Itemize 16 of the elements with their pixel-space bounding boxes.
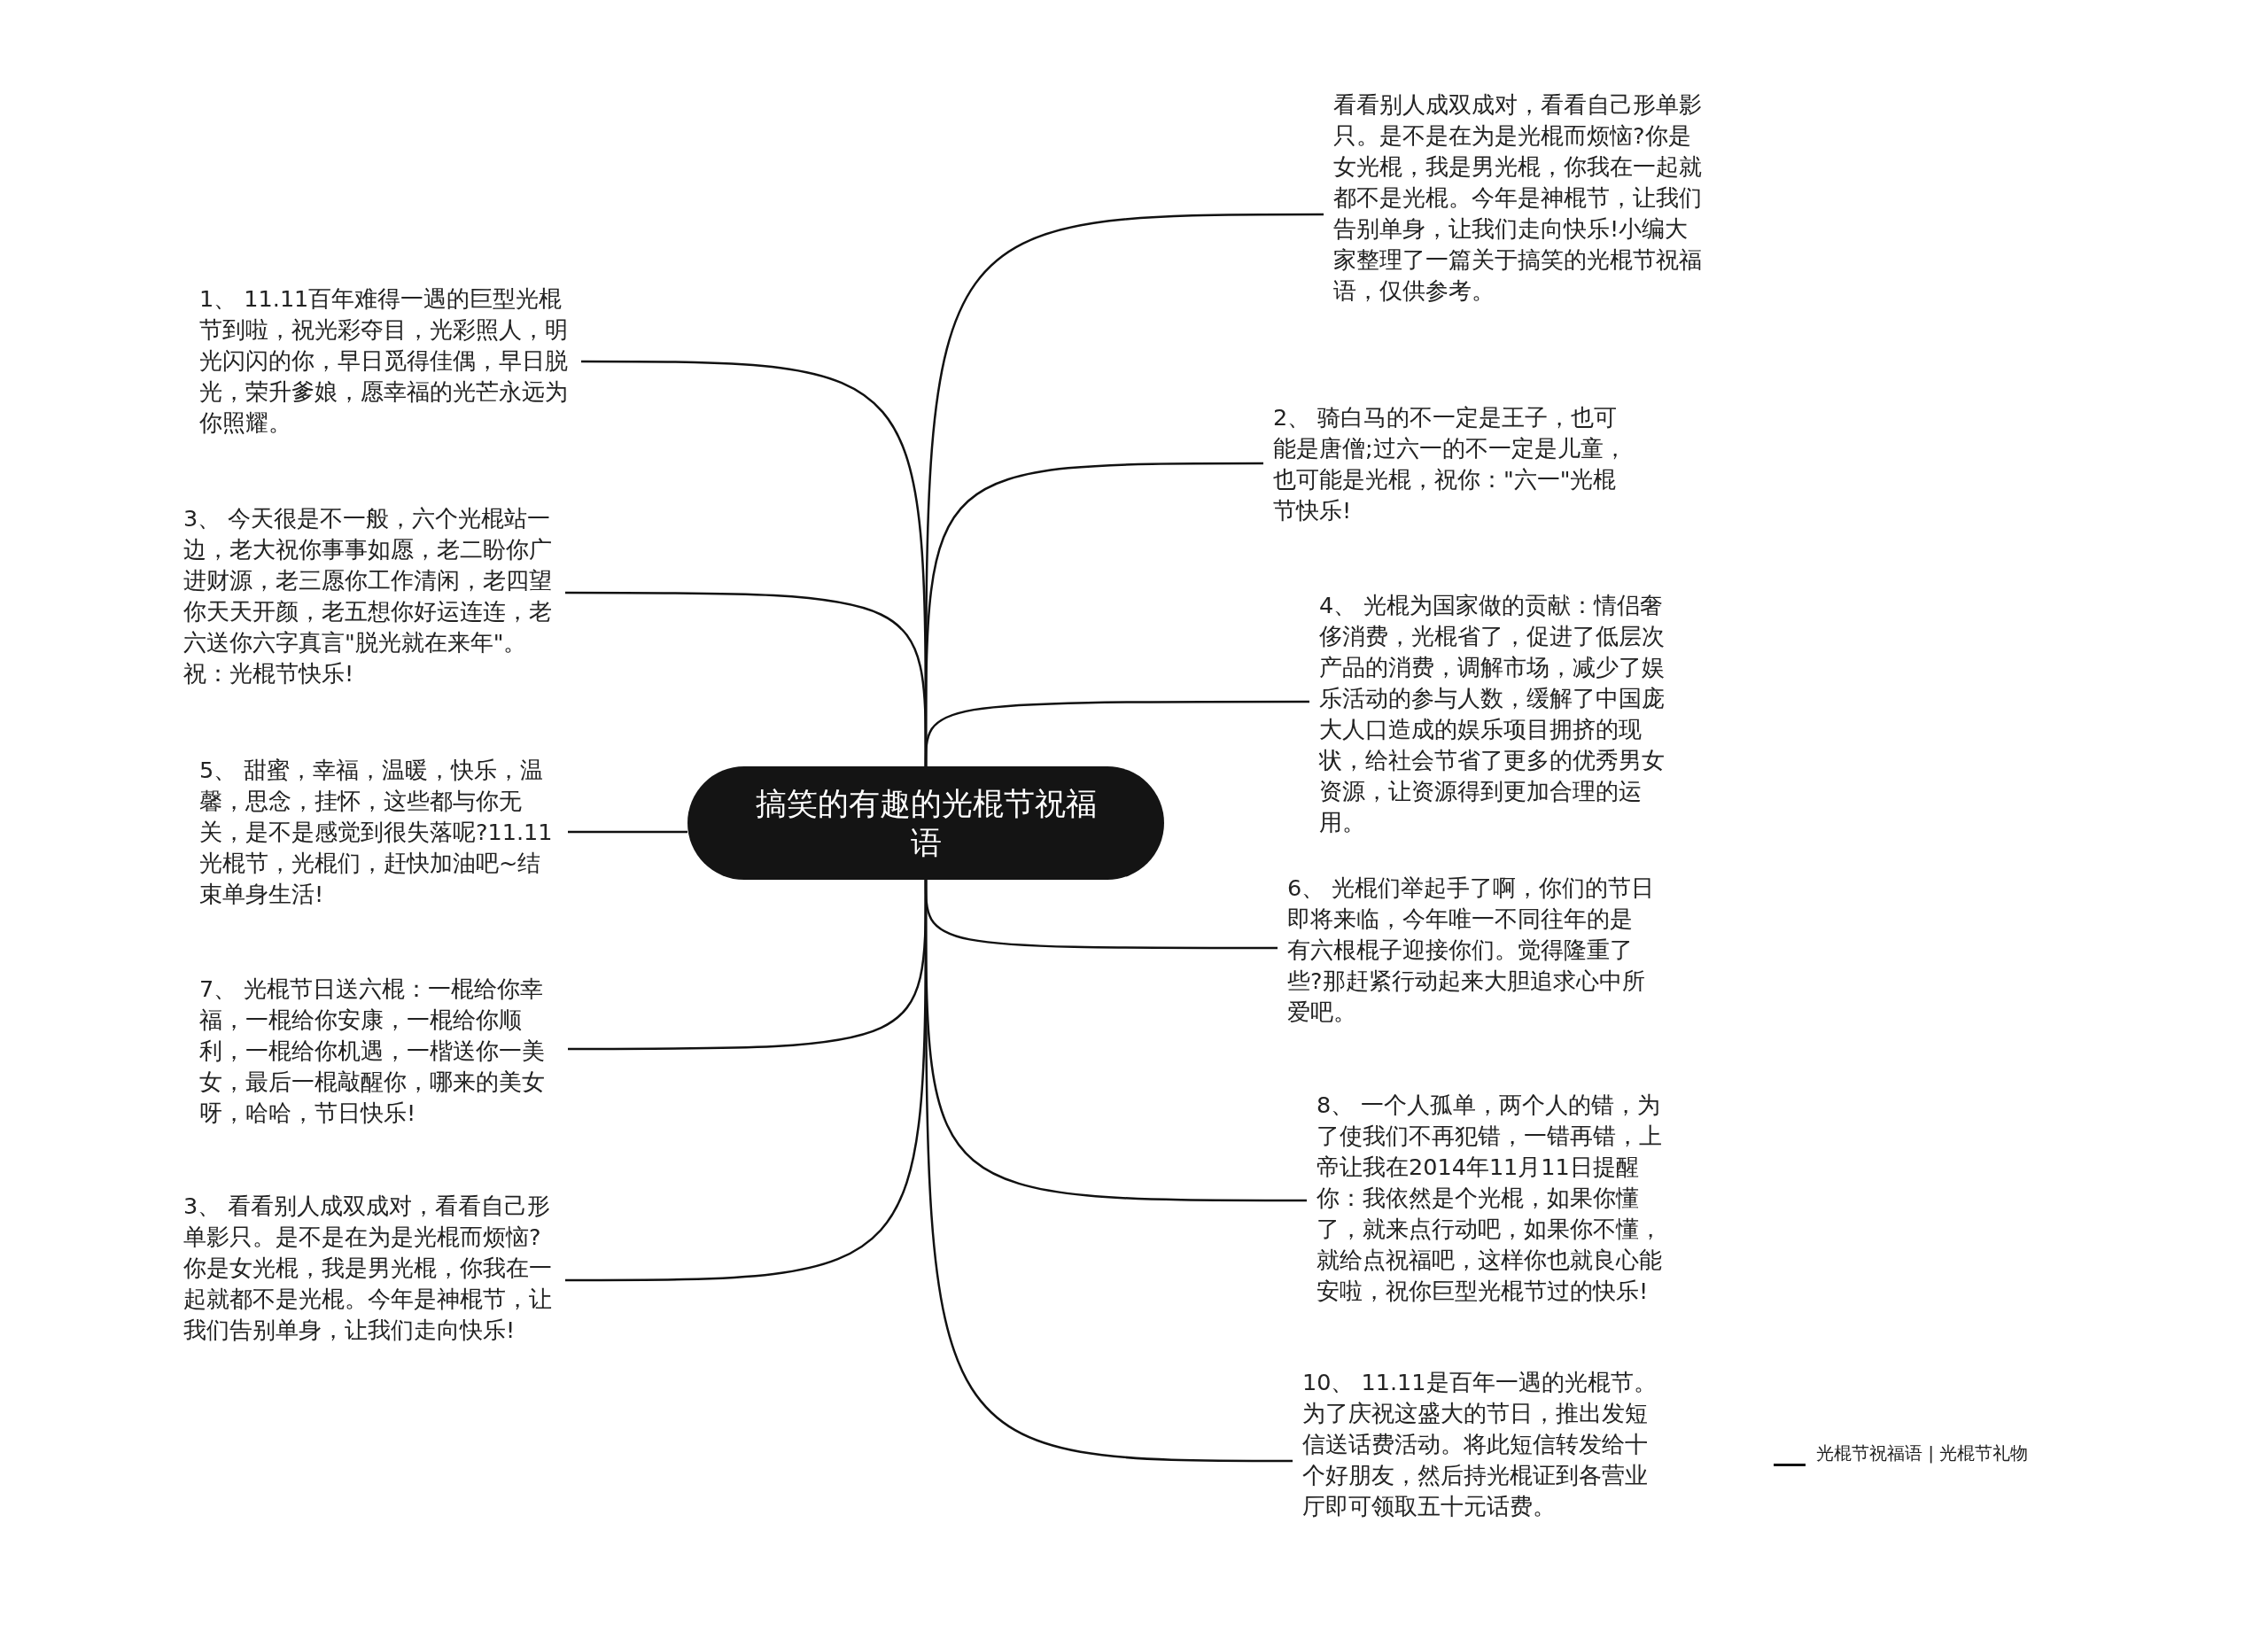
branch-text: 7、 光棍节日送六棍：一棍给你幸福，一棍给你安康，一棍给你顺利，一棍给你机遇，一楷送你一美女，最后一棍敲醒你，哪来的美女呀，哈哈，节日快乐!	[199, 974, 571, 1129]
branch-text: 4、 光棍为国家做的贡献：情侣奢侈消费，光棍省了，促进了低层次产品的消费，调解市场，减少了娱乐活动的参与人数，缓解了中国庞大人口造成的娱乐项目拥挤的现状，给社会节省了更多的优秀男女资源，让资源得到更加合理的运用。	[1307, 590, 1682, 838]
branch-text: 8、 一个人孤单，两个人的错，为了使我们不再犯错，一错再错，上帝让我在2014年11月11日提醒你：我依然是个光棍，如果你懂了，就来点行动吧，如果你不懂，就给点祝福吧，这样你也就良心能安啦，祝你巨型光棍节过的快乐!	[1304, 1090, 1680, 1308]
branch-text: 2、 骑白马的不一定是王子，也可能是唐僧;过六一的不一定是儿童，也可能是光棍，祝你："六一"光棍节快乐!	[1261, 402, 1632, 528]
branch-text: 5、 甜蜜，幸福，温暖，快乐，温馨，思念，挂怀，这些都与你无关，是不是感觉到很失落呢?11.11光棍节，光棍们，赶快加油吧~结束单身生活!	[199, 755, 571, 910]
related-tags: 光棍节祝福语 | 光棍节礼物	[1816, 1442, 2179, 1464]
branch-text: 1、 11.11百年难得一遇的巨型光棍节到啦，祝光彩夺目，光彩照人，明光闪闪的你，早日觅得佳偶，早日脱光，荣升爹娘，愿幸福的光芒永远为你照耀。	[199, 284, 584, 443]
branch-text: 3、 今天很是不一般，六个光棍站一边，老大祝你事事如愿，老二盼你广进财源，老三愿你工作清闲，老四望你天天开颜，老五想你好运连连，老六送你六字真言"脱光就在来年"。祝：光棍节快乐!	[183, 503, 568, 691]
branch-text: 3、 看看别人成双成对，看看自己形单影只。是不是在为是光棍而烦恼?你是女光棍，我是男光棍，你我在一起就都不是光棍。今年是神棍节，让我们告别单身，让我们走向快乐!	[183, 1191, 568, 1379]
branch-text: 10、 11.11是百年一遇的光棍节。为了庆祝这盛大的节日，推出发短信送话费活动。将此短信转发给十个好朋友，然后持光棍证到各营业厅即可领取五十元话费。	[1290, 1367, 1666, 1557]
branch-line	[924, 700, 1309, 766]
branch-line	[568, 830, 687, 834]
central-topic: 搞笑的有趣的光棍节祝福语	[687, 766, 1164, 880]
branch-line	[924, 880, 1293, 1463]
branch-text: 6、 光棍们举起手了啊，你们的节日即将来临，今年唯一不同往年的是有六根棍子迎接你们。觉得隆重了些?那赶紧行动起来大胆追求心中所爱吧。	[1275, 873, 1655, 1028]
branch-text: 看看别人成双成对，看看自己形单影只。是不是在为是光棍而烦恼?你是女光棍，我是男光棍，你我在一起就都不是光棍。今年是神棍节，让我们告别单身，让我们走向快乐!小编大家整理了一篇关于搞笑的光棍节祝福语，仅供参考。	[1321, 89, 1705, 341]
